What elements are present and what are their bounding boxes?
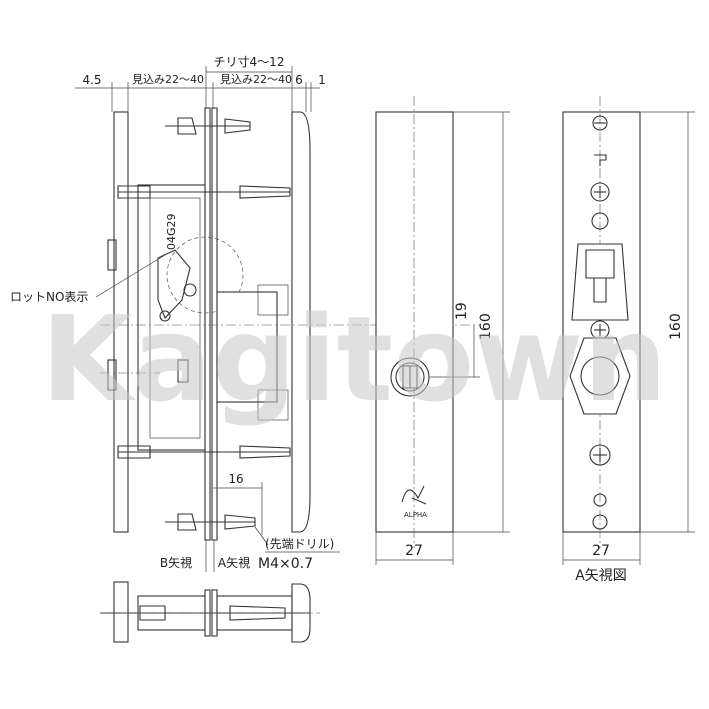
upper-phillips-screw [590, 182, 610, 202]
view-a-label: A矢視 [218, 555, 250, 570]
side-view: チリ寸4～12 4.5 見込み22～40 見込み22～40 6 1 04G29 [10, 55, 480, 572]
screw-row-2 [117, 185, 291, 199]
drill-tip-note: (先端ドリル) [265, 537, 334, 551]
top-screw-hole [592, 115, 608, 131]
rod-number-label: ロットNO表示 [10, 290, 88, 304]
lower-phillips-screw [589, 444, 611, 466]
bottom-screw-hole [592, 514, 608, 530]
chiri-dimension: チリ寸4～12 [214, 55, 285, 69]
alpha-logo-icon [401, 485, 427, 505]
screw-row-4 [165, 513, 256, 531]
a-view-dim-160: 160 [668, 313, 684, 340]
key-cylinder [390, 357, 430, 397]
a-view-caption: A矢視図 [575, 568, 627, 584]
a-view-plate [562, 111, 641, 533]
screw-row-1 [165, 117, 251, 135]
front-view: 19 160 ALPHA 27 [375, 96, 510, 565]
bottom-view [100, 581, 320, 643]
a-view-dim-27: 27 [592, 543, 610, 559]
logo-text: ALPHA [404, 511, 427, 519]
dim-16: 16 [228, 472, 243, 486]
view-b-label: B矢視 [160, 555, 192, 570]
inner-block [216, 291, 278, 403]
front-dim-27: 27 [405, 543, 423, 559]
left-plate [113, 111, 129, 533]
cylinder-hole [580, 356, 620, 396]
front-plate [375, 111, 454, 533]
dim-19: 19 [454, 302, 470, 320]
lot-stamp: 04G29 [165, 213, 178, 250]
dim-6: 6 [295, 73, 303, 87]
latch-arc [166, 236, 244, 314]
top-dimension-chain: チリ寸4～12 4.5 見込み22～40 見込み22～40 6 1 [75, 55, 326, 112]
dim-1: 1 [318, 73, 326, 87]
a-view: 160 27 A矢視図 [562, 96, 695, 584]
screw-spec: M4×0.7 [258, 556, 313, 572]
mikomi-right-dimension: 見込み22～40 [220, 73, 292, 86]
lock-body [137, 184, 206, 451]
mikomi-left-dimension: 見込み22～40 [132, 73, 204, 86]
screw-row-3 [117, 445, 291, 459]
right-face-plate [291, 111, 311, 533]
front-dim-160: 160 [478, 313, 494, 340]
dim-4-5: 4.5 [82, 73, 101, 87]
hex-housing [569, 337, 631, 415]
watermark: Kagitown [41, 290, 667, 428]
